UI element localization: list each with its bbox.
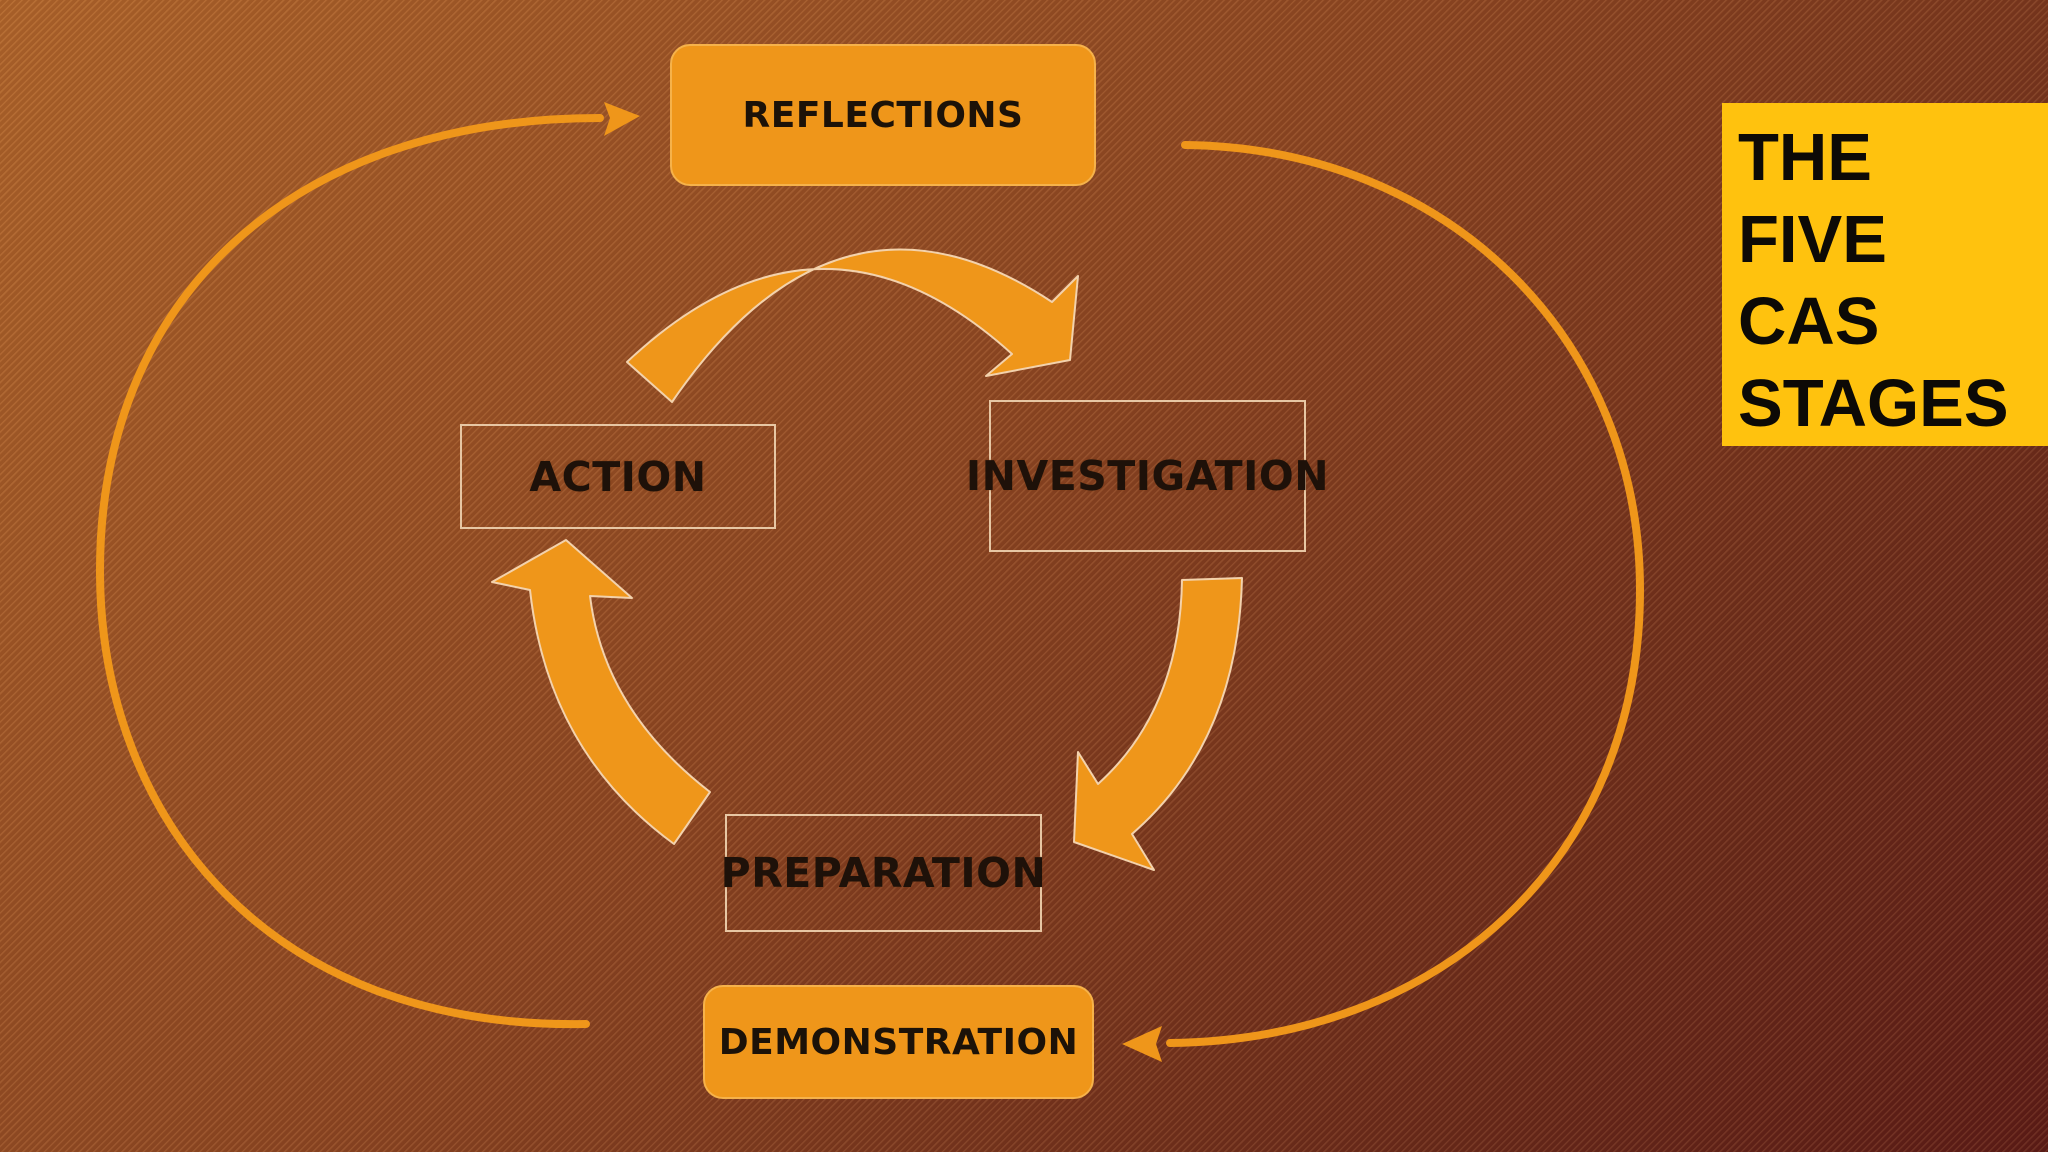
outer-arrowhead-to-reflections — [604, 102, 640, 136]
inner-arrow-investigation-to-preparation — [1073, 577, 1243, 871]
stage-demonstration: DEMONSTRATION — [703, 985, 1094, 1099]
slide-title: THE FIVE CAS STAGES — [1738, 120, 2009, 441]
title-panel: THE FIVE CAS STAGES — [1722, 103, 2048, 446]
stage-reflections: REFLECTIONS — [670, 44, 1096, 186]
outer-arc-left — [95, 114, 604, 1029]
inner-arrow-preparation-to-action — [491, 539, 711, 845]
stage-preparation: PREPARATION — [721, 814, 1046, 932]
outer-arrowhead-to-demonstration — [1122, 1026, 1162, 1062]
stage-investigation: INVESTIGATION — [966, 400, 1329, 552]
outer-arc-right — [1166, 141, 1645, 1047]
stage-action: ACTION — [460, 424, 776, 529]
inner-arrow-action-to-investigation — [626, 248, 1079, 403]
